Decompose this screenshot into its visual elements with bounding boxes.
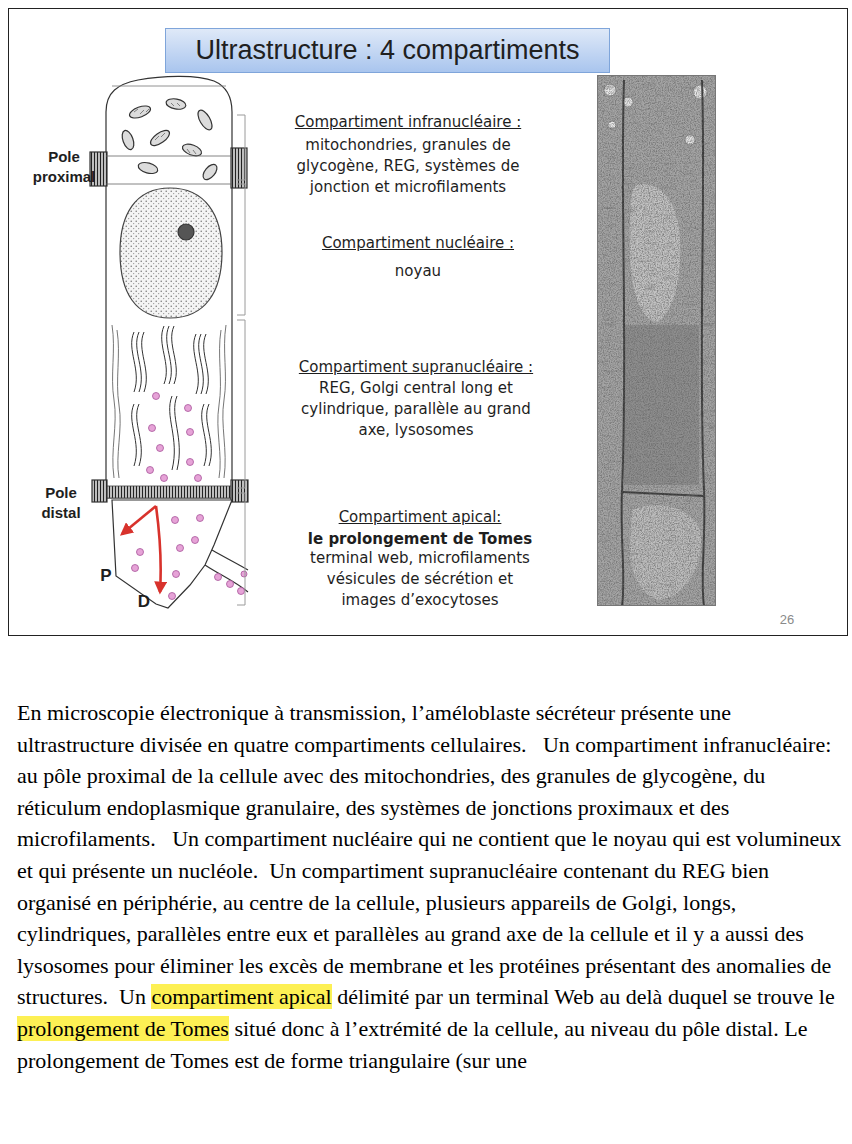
bracket bbox=[237, 493, 245, 605]
compartment-heading: Compartiment apical: bbox=[255, 507, 585, 528]
compartment-body: terminal web, microfilaments vésicules d… bbox=[302, 548, 538, 611]
rer bbox=[112, 325, 226, 478]
pole-label: Pole proximal bbox=[22, 147, 106, 187]
mitochondrion bbox=[128, 104, 152, 121]
page-number: 26 bbox=[772, 609, 802, 630]
rer-cisterna bbox=[218, 330, 221, 478]
golgi-stack bbox=[132, 332, 147, 392]
bracket bbox=[237, 184, 245, 315]
micrograph-grain bbox=[597, 75, 716, 606]
compartment-brackets bbox=[237, 82, 616, 605]
vesicle bbox=[227, 581, 234, 588]
vesicle bbox=[195, 475, 202, 482]
junction-line bbox=[106, 156, 232, 184]
vesicle bbox=[137, 549, 144, 556]
mitochondrion bbox=[195, 108, 215, 132]
cristae bbox=[155, 133, 165, 140]
title-box: Ultrastructure : 4 compartiments bbox=[165, 28, 610, 73]
vesicle bbox=[153, 393, 160, 400]
highlighted-text: prolongement de Tomes bbox=[17, 1016, 229, 1041]
highlighted-text: compartiment apical bbox=[151, 984, 331, 1009]
rer-cisterna bbox=[117, 330, 120, 478]
cristae bbox=[134, 109, 149, 114]
nucleolus bbox=[178, 224, 194, 240]
mitochondria-cristae bbox=[134, 103, 196, 154]
vesicle bbox=[238, 588, 245, 595]
vesicle bbox=[173, 571, 180, 578]
vesicle bbox=[177, 545, 184, 552]
compartment-emphasis: le prolongement de Tomes bbox=[255, 529, 585, 550]
vesicle bbox=[147, 467, 154, 474]
paragraph-text: délimité par un terminal Web au delà duq… bbox=[332, 984, 841, 1009]
secretion-vesicles bbox=[132, 393, 248, 600]
bracket bbox=[237, 320, 245, 488]
compartment-body: REG, Golgi central long et cylindrique, … bbox=[291, 378, 541, 441]
golgi-stack bbox=[132, 404, 142, 466]
compartment-heading: Compartiment supranucléaire : bbox=[251, 357, 581, 378]
ameloblast-drawing bbox=[90, 76, 248, 608]
cristae bbox=[171, 103, 180, 106]
vesicle bbox=[172, 517, 179, 524]
arrow-letter: D bbox=[136, 592, 152, 612]
body-paragraph: En microscopie électronique à transmissi… bbox=[17, 697, 846, 1076]
golgi bbox=[132, 326, 212, 470]
vesicle bbox=[185, 405, 192, 412]
micrograph-texture bbox=[597, 75, 716, 606]
nucleus bbox=[120, 188, 222, 318]
rer-cisterna bbox=[112, 325, 115, 478]
mitochondrion bbox=[200, 162, 219, 182]
terminal-web bbox=[106, 486, 232, 498]
compartment-body: mitochondries, granules de glycogène, RE… bbox=[288, 135, 528, 198]
compartment-body: noyau bbox=[298, 261, 538, 282]
vesicle bbox=[192, 537, 199, 544]
vesicle bbox=[197, 515, 204, 522]
slide-frame bbox=[9, 9, 848, 636]
compartment-heading: Compartiment nucléaire : bbox=[253, 233, 583, 254]
cell-outline bbox=[106, 76, 232, 498]
vesicle bbox=[157, 445, 164, 452]
golgi-stack bbox=[202, 404, 212, 466]
golgi-stack bbox=[162, 326, 177, 384]
slide-title: Ultrastructure : 4 compartiments bbox=[195, 35, 579, 66]
vesicle bbox=[132, 565, 139, 572]
arrow-letter: P bbox=[98, 566, 114, 586]
secretion-arrow bbox=[122, 506, 156, 534]
compartment-heading: Compartiment infranucléaire : bbox=[243, 112, 573, 133]
cell-process bbox=[205, 550, 248, 592]
mitochondrion bbox=[120, 129, 136, 151]
rer-cisterna bbox=[223, 325, 226, 478]
secretion-arrow bbox=[156, 506, 161, 592]
vesicle bbox=[161, 475, 168, 482]
pole-label: Pole distal bbox=[31, 483, 91, 523]
cristae bbox=[187, 149, 196, 154]
paragraph-text: En microscopie électronique à transmissi… bbox=[17, 700, 847, 1009]
vesicle bbox=[169, 593, 176, 600]
vesicle bbox=[187, 429, 194, 436]
micrograph-border bbox=[598, 76, 716, 606]
cell-top-line bbox=[112, 86, 226, 87]
vesicle bbox=[149, 425, 156, 432]
electron-micrograph bbox=[597, 75, 716, 606]
golgi-stack bbox=[194, 334, 209, 394]
micrograph-ground bbox=[597, 75, 716, 606]
mitochondrion bbox=[165, 97, 186, 110]
bracket bbox=[237, 115, 245, 180]
vesicle bbox=[215, 574, 222, 581]
distal-junction bbox=[92, 480, 107, 502]
golgi-stack bbox=[170, 396, 180, 470]
mitochondrion bbox=[148, 128, 172, 149]
mitochondrion bbox=[137, 161, 159, 176]
vesicle bbox=[187, 459, 194, 466]
mitochondria bbox=[120, 97, 220, 182]
vesicle bbox=[241, 571, 247, 577]
tomes-process bbox=[112, 500, 232, 608]
